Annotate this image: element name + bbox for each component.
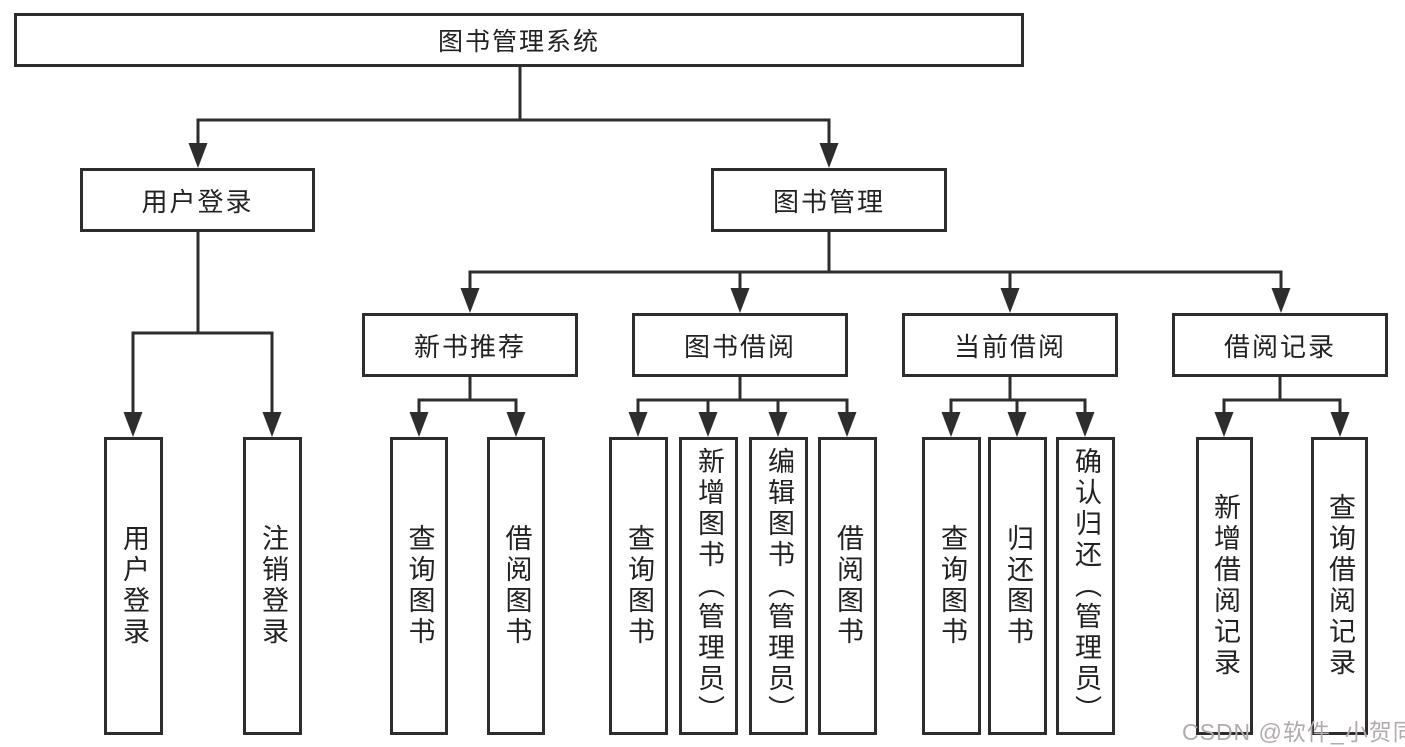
- node-label: 借阅图书: [501, 524, 532, 648]
- arrow-icon: [1075, 412, 1095, 437]
- node-new-book-recommend: 新书推荐: [362, 313, 578, 377]
- node-label: 借阅图书: [833, 524, 863, 648]
- arrow-icon: [941, 412, 961, 437]
- node-label: 归还图书: [1003, 524, 1033, 648]
- node-leaf-query-books-recommend: 查询图书: [390, 437, 448, 735]
- node-leaf-add-books-admin: 新增图书（管理员）: [679, 437, 738, 735]
- arrow-icon: [1214, 412, 1234, 437]
- arrow-icon: [819, 143, 839, 168]
- node-leaf-borrow-books: 借阅图书: [818, 437, 877, 735]
- node-leaf-return-books: 归还图书: [988, 437, 1047, 735]
- node-book-borrowing: 图书借阅: [632, 313, 848, 377]
- edge-bookborrow-to-leaves: [636, 377, 849, 412]
- node-label: 编辑图书（管理员）: [764, 446, 794, 726]
- arrow-icon: [188, 143, 208, 168]
- edge-root-to-level2: [196, 67, 831, 143]
- node-current-borrowing: 当前借阅: [902, 313, 1118, 377]
- arrow-icon: [837, 412, 857, 437]
- arrow-icon: [506, 412, 526, 437]
- node-user-login: 用户登录: [80, 168, 315, 232]
- arrow-icon: [1007, 412, 1027, 437]
- arrow-icon: [730, 288, 750, 313]
- edge-currentborrow-to-leaves: [949, 377, 1087, 412]
- node-label: 确认归还（管理员）: [1071, 446, 1101, 726]
- node-label: 新增图书（管理员）: [694, 446, 724, 726]
- node-leaf-confirm-return-admin: 确认归还（管理员）: [1056, 437, 1115, 735]
- edge-bookmgmt-to-level3: [468, 232, 1283, 288]
- arrow-icon: [768, 412, 788, 437]
- node-book-management: 图书管理: [711, 168, 947, 232]
- arrow-icon: [262, 412, 282, 437]
- node-leaf-edit-books-admin: 编辑图书（管理员）: [749, 437, 808, 735]
- edge-newbook-to-leaves: [417, 377, 518, 412]
- arrow-icon: [698, 412, 718, 437]
- arrowheads: [123, 143, 1350, 437]
- arrow-icon: [1271, 288, 1291, 313]
- arrow-icon: [1330, 412, 1350, 437]
- arrow-icon: [1000, 288, 1020, 313]
- node-label: 查询图书: [624, 524, 654, 648]
- node-leaf-query-books-current: 查询图书: [922, 437, 981, 735]
- node-leaf-user-login: 用户登录: [104, 437, 163, 735]
- edge-userlogin-to-leaves: [131, 232, 274, 412]
- node-label: 查询图书: [937, 524, 967, 648]
- node-library-management-system: 图书管理系统: [14, 13, 1024, 67]
- node-label: 注销登录: [258, 524, 288, 648]
- arrow-icon: [460, 288, 480, 313]
- node-label: 查询借阅记录: [1325, 493, 1355, 679]
- node-leaf-query-borrow-record: 查询借阅记录: [1311, 437, 1368, 735]
- node-leaf-query-books-borrow: 查询图书: [609, 437, 668, 735]
- arrow-icon: [123, 412, 143, 437]
- arrow-icon: [409, 412, 429, 437]
- arrow-icon: [628, 412, 648, 437]
- edge-borrowrecord-to-leaves: [1222, 377, 1342, 412]
- node-label: 查询图书: [404, 524, 435, 648]
- node-label: 新增借阅记录: [1210, 493, 1240, 679]
- node-label: 用户登录: [119, 524, 149, 648]
- node-leaf-logout: 注销登录: [243, 437, 302, 735]
- node-leaf-borrow-books-recommend: 借阅图书: [487, 437, 545, 735]
- node-leaf-add-borrow-record: 新增借阅记录: [1196, 437, 1253, 735]
- node-borrowing-records: 借阅记录: [1172, 313, 1388, 377]
- watermark-text: CSDN @软件_小贺同学: [1182, 719, 1405, 745]
